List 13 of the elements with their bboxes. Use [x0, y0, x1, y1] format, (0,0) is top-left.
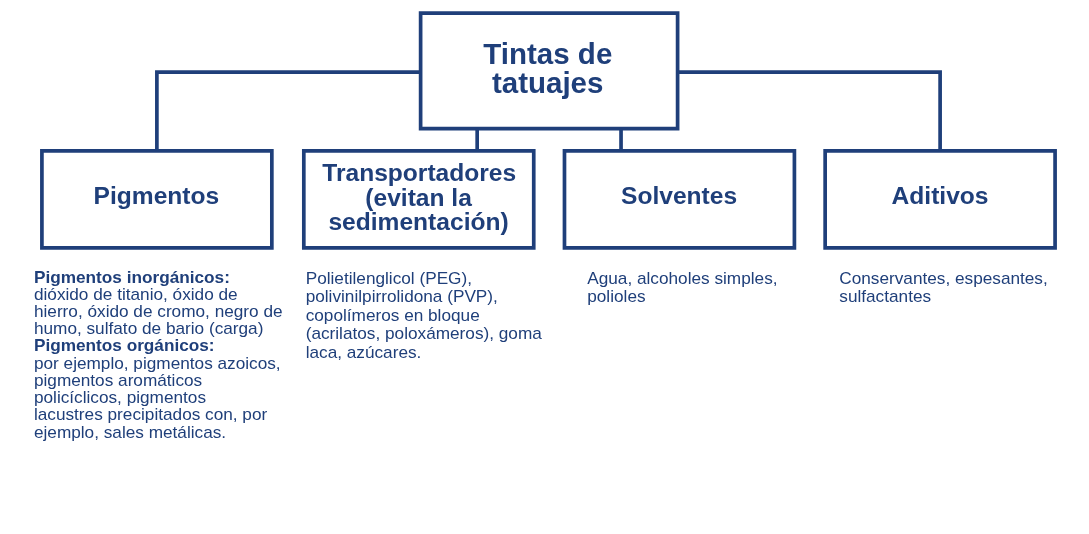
node-box: Solventes — [562, 148, 797, 250]
connector — [155, 70, 421, 151]
node-label: Polietilenglicol (PEG), polivinilpirrolidona (PVP), copolímeros en bloque (acrilatos, poloxámeros), goma laca, azúcares. — [305, 267, 542, 362]
node-label: Pigmentos inorgánicos: dióxido de titanio, óxido de hierro, óxido de cromo, negro de humo, sulfato de bario (carga) — [33, 266, 283, 339]
node-box: Pigmentos — [40, 148, 274, 250]
node-label: Conservantes, espesantes, sulfactantes — [839, 267, 1048, 307]
node-box: Aditivos — [823, 148, 1057, 250]
connector — [475, 128, 480, 151]
node-box: Transportadores (evitan la sedimentación) — [301, 148, 536, 250]
connector — [619, 128, 623, 151]
node-label: Agua, alcoholes simples, polioles — [587, 267, 778, 307]
node-box: Tintas de tatuajes — [418, 11, 680, 131]
connector — [677, 70, 942, 151]
